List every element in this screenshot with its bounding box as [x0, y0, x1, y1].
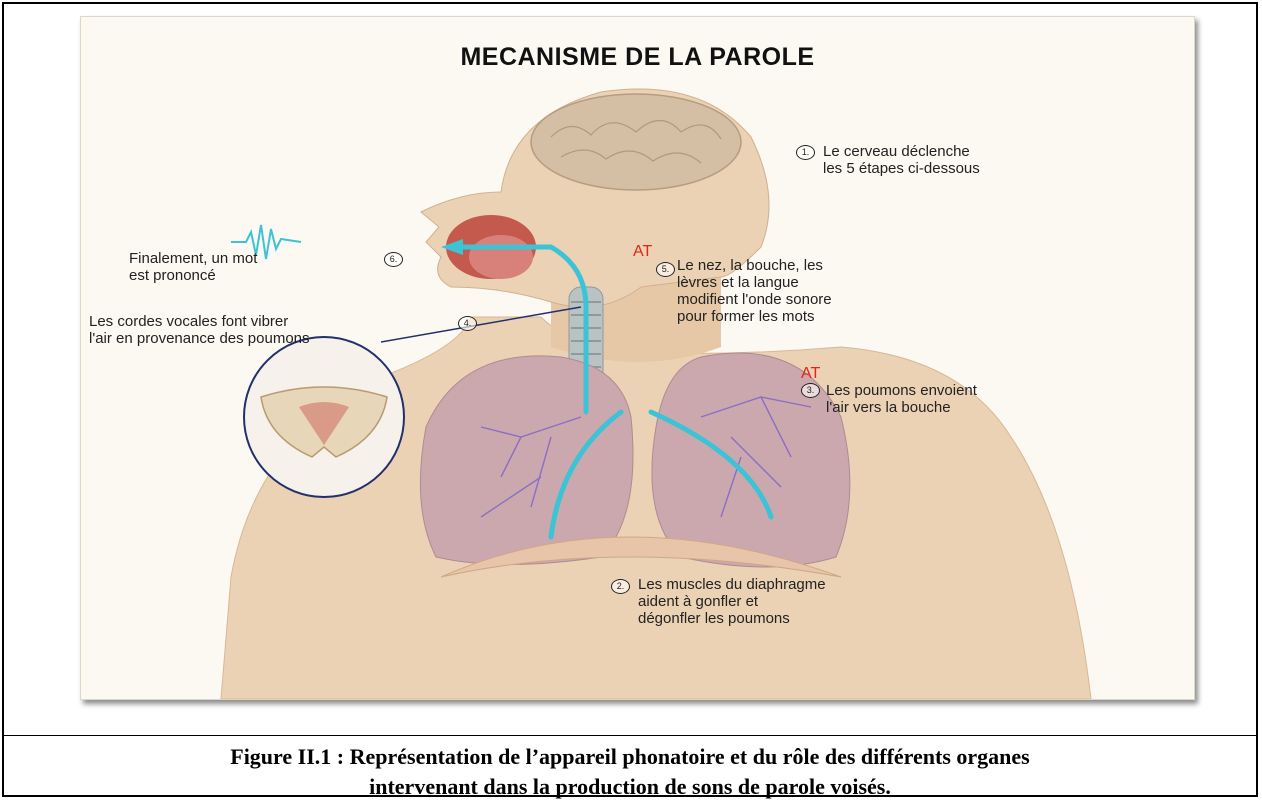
- step-6-marker: 6.: [384, 252, 403, 267]
- figure-caption: Figure II.1 : Représentation de l’appare…: [4, 742, 1256, 802]
- left-lung: [420, 356, 633, 565]
- tongue-shape: [469, 235, 533, 279]
- step-2-marker: 2.: [611, 579, 630, 594]
- brain-shape: [531, 94, 741, 190]
- watermark-at-lungs: AT: [801, 365, 820, 383]
- step-3-marker: 3.: [801, 383, 820, 398]
- caption-line-2: intervenant dans la production de sons d…: [4, 772, 1256, 802]
- step-4-marker: 4.: [458, 316, 477, 331]
- step-5-marker: 5.: [656, 262, 675, 277]
- step-1-label: Le cerveau déclenche les 5 étapes ci-des…: [823, 143, 980, 177]
- step-5-label: Le nez, la bouche, les lèvres et la lang…: [677, 257, 832, 325]
- step-3-label: Les poumons envoient l'air vers la bouch…: [826, 382, 977, 416]
- diagram-title: MECANISME DE LA PAROLE: [81, 43, 1194, 72]
- step-2-label: Les muscles du diaphragme aident à gonfl…: [638, 576, 826, 627]
- watermark-at: AT: [633, 243, 652, 261]
- step-1-marker: 1.: [796, 145, 815, 160]
- caption-line-1: Figure II.1 : Représentation de l’appare…: [4, 742, 1256, 772]
- step-4-label: Les cordes vocales font vibrer l'air en …: [89, 313, 310, 347]
- speech-mechanism-illustration: MECANISME DE LA PAROLE 1. Le cerveau déc…: [80, 16, 1195, 700]
- step-6-label: Finalement, un mot est prononcé: [129, 250, 257, 284]
- caption-divider: [4, 735, 1256, 736]
